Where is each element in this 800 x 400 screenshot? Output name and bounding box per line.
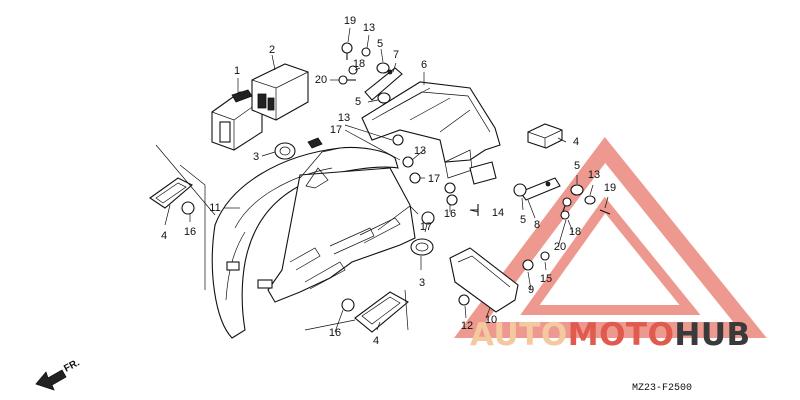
control-unit-part: [211, 89, 263, 151]
callout-5b: 5: [355, 96, 361, 108]
bracket-frame-part: [361, 81, 501, 185]
callout-5: 5: [377, 38, 383, 50]
grommet-part: [274, 142, 296, 160]
callout-14: 14: [492, 207, 504, 219]
watermark: AUTOMOTOHUB: [470, 317, 751, 353]
reflector-part: [527, 123, 563, 149]
rear-fender-part: [211, 146, 419, 339]
stay-part: [519, 177, 561, 201]
callout-16: 16: [184, 226, 196, 238]
callout-20b: 20: [554, 241, 566, 253]
svg-text:AUTOMOTOHUB: AUTOMOTOHUB: [470, 317, 751, 353]
leader-lines: [155, 27, 609, 333]
watermark-moto: MOTO: [568, 317, 675, 353]
front-direction-arrow-icon: FR.: [35, 357, 82, 391]
front-direction-label: FR.: [62, 357, 82, 374]
callout-13c: 13: [414, 145, 426, 157]
callout-4c: 4: [573, 136, 579, 148]
relay-box-part: [251, 63, 309, 121]
watermark-logo-icon: [454, 136, 767, 338]
callout-3b: 3: [419, 277, 425, 289]
callout-10: 10: [485, 314, 497, 326]
callout-15: 15: [540, 273, 552, 285]
grommet-part: [410, 238, 434, 256]
callout-5d: 5: [574, 160, 580, 172]
diagram-code: MZ23-F2500: [632, 383, 692, 394]
callout-17c: 17: [420, 221, 432, 233]
fastener-group-icon: [181, 42, 611, 312]
callout-16c: 16: [444, 208, 456, 220]
watermark-hub: HUB: [674, 317, 750, 353]
callout-6: 6: [421, 59, 427, 71]
callout-13d: 13: [588, 169, 600, 181]
stay-part: [364, 67, 403, 101]
callout-13b: 13: [338, 112, 350, 124]
callout-8: 8: [534, 219, 540, 231]
callout-labels: 1 2 3 3 4 4 4 5 5 5 5 6 7 8 9 10 11 12 1…: [161, 15, 616, 347]
callout-4: 4: [161, 230, 167, 242]
callout-3: 3: [253, 151, 259, 163]
callout-18: 18: [353, 58, 365, 70]
callout-2: 2: [269, 44, 275, 56]
callout-13: 13: [363, 22, 375, 34]
callout-12: 12: [461, 320, 473, 332]
callout-19b: 19: [604, 182, 616, 194]
callout-18b: 18: [569, 226, 581, 238]
callout-17: 17: [330, 124, 342, 136]
callout-19: 19: [344, 15, 356, 27]
callout-4b: 4: [373, 335, 379, 347]
callout-20: 20: [315, 74, 327, 86]
license-bracket-part: [449, 247, 519, 313]
reflector-part: [354, 291, 409, 333]
callout-17b: 17: [428, 173, 440, 185]
callout-11: 11: [209, 202, 220, 214]
callout-7: 7: [393, 49, 399, 61]
watermark-auto: AUTO: [470, 317, 568, 353]
reflector-part: [149, 177, 193, 209]
callout-1: 1: [234, 65, 240, 77]
callout-5c: 5: [520, 214, 526, 226]
callout-9: 9: [528, 284, 534, 296]
callout-16b: 16: [329, 327, 341, 339]
